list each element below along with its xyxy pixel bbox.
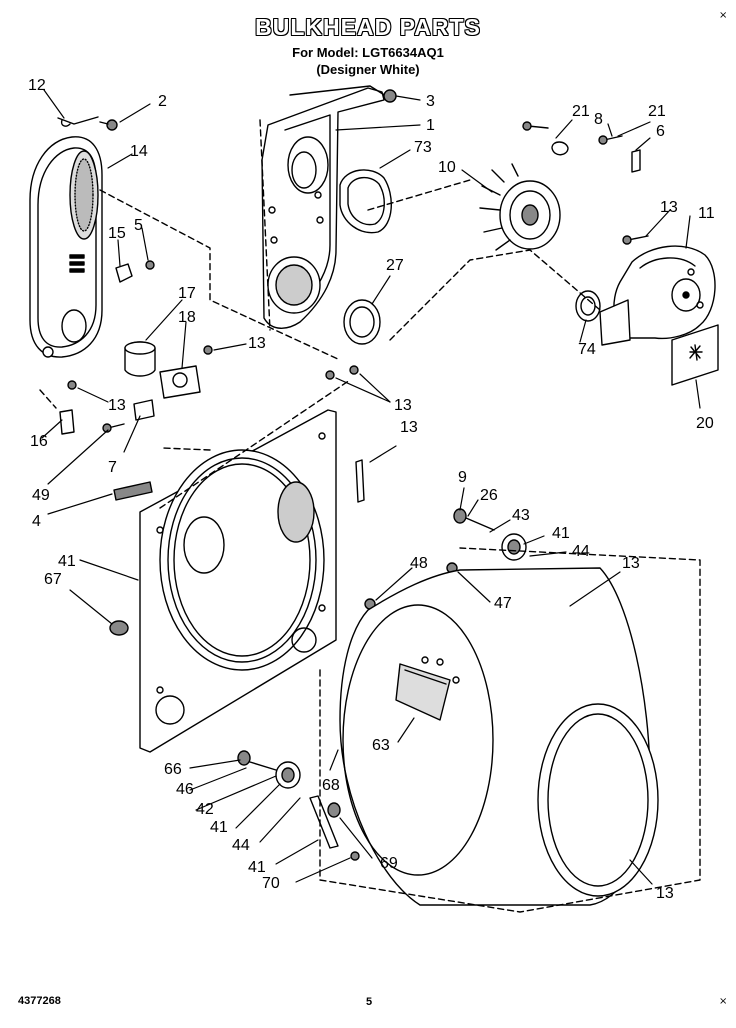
color-line: (Designer White) [316,62,420,77]
callout-41-upper-b: 44 [572,543,590,560]
callout-13-motor: 13 [660,199,678,216]
callout-26: 9 [458,469,467,486]
callout-44-upper: 41 [552,525,570,542]
callout-69: 41 [248,859,266,876]
callout-3: 3 [426,93,435,110]
callout-13-upper: 13 [248,335,266,352]
callout-21-right: 21 [648,103,666,120]
page-number: 5 [366,996,373,1008]
part-front-bulkhead [139,409,337,753]
part-blower-housing [599,245,716,346]
corner-mark-bottom-right: × [719,996,728,1007]
part-screw-13-motor [622,235,649,245]
part-roller-lower [237,750,360,861]
part-screw-13-center-b [349,365,359,375]
callout-27: 27 [386,257,404,274]
part-screw-12-2 [57,116,118,131]
callout-49: 7 [108,459,117,476]
callout-48: 41 [58,553,76,570]
callout-46: 66 [164,761,182,778]
callout-67: 13 [622,555,640,572]
callout-13-drum: 48 [410,555,428,572]
callout-8: 8 [594,111,603,128]
callout-11: 11 [698,205,715,222]
callout-12: 12 [28,77,46,94]
part-gasket-73 [339,169,392,234]
callout-13-left: 13 [108,397,126,414]
part-vent-cover [29,136,103,358]
callout-17: 17 [178,285,196,302]
part-blower-wheel [479,163,561,251]
corner-mark-top-right: × [719,10,728,21]
dashed-guide-left [39,379,351,509]
dashed-guide-blower [389,249,601,341]
callout-43: 26 [480,487,498,504]
callout-74: 74 [578,341,596,358]
callout-66: 68 [322,777,340,794]
part-label-20-mark [689,344,703,361]
document-number: 4377268 [18,995,61,1007]
part-bulkhead-plate [261,85,387,329]
callout-6: 6 [656,123,665,140]
callout-41-lower-b: 44 [232,837,250,854]
callout-44-lower: 41 [210,819,228,836]
callout-13-center: 13 [394,397,412,414]
callout-73: 73 [414,139,432,156]
dashed-guide-plate [259,119,471,331]
callout-21-left: 21 [572,103,590,120]
part-47 [109,620,129,636]
part-label-20 [671,324,719,386]
callout-18: 18 [178,309,196,326]
callout-62: 13 [656,885,674,902]
callout-68: 63 [372,737,390,754]
callout-9: 4 [32,513,41,530]
drum-dashed-outline [319,547,701,913]
part-7 [355,459,365,503]
callout-16: 16 [30,433,48,450]
callout-15: 15 [108,225,126,242]
callout-63: 47 [494,595,512,612]
callout-20: 20 [696,415,714,432]
callout-41-upper-a: 43 [512,507,530,524]
part-screw-13-center [325,370,335,380]
callout-14: 14 [130,143,148,160]
callout-10: 10 [438,159,456,176]
callout-7: 13 [400,419,418,436]
callout-42: 46 [176,781,194,798]
callout-2: 2 [158,93,167,110]
part-roller-upper [453,508,527,561]
callout-labels: 12 2 3 1 21 8 21 6 14 73 10 15 5 13 11 2… [28,77,715,902]
page-title: BULKHEAD PARTS [255,14,481,40]
callout-41-lower-a: 42 [196,801,214,818]
dashed-guide-top [99,189,341,361]
callout-4: 49 [32,487,50,504]
callout-70: 69 [380,855,398,872]
part-drum [339,567,659,906]
leader-lines [41,89,701,885]
callout-1: 1 [426,117,435,134]
part-seal-27 [343,299,381,345]
model-line: For Model: LGT6634AQ1 [292,45,444,60]
callout-5: 5 [134,217,143,234]
part-small-21-8-6 [522,121,641,173]
part-screw-3 [383,89,397,103]
callout-13-bottom: 70 [262,875,280,892]
callout-47: 67 [44,571,62,588]
part-small-left [59,260,213,501]
